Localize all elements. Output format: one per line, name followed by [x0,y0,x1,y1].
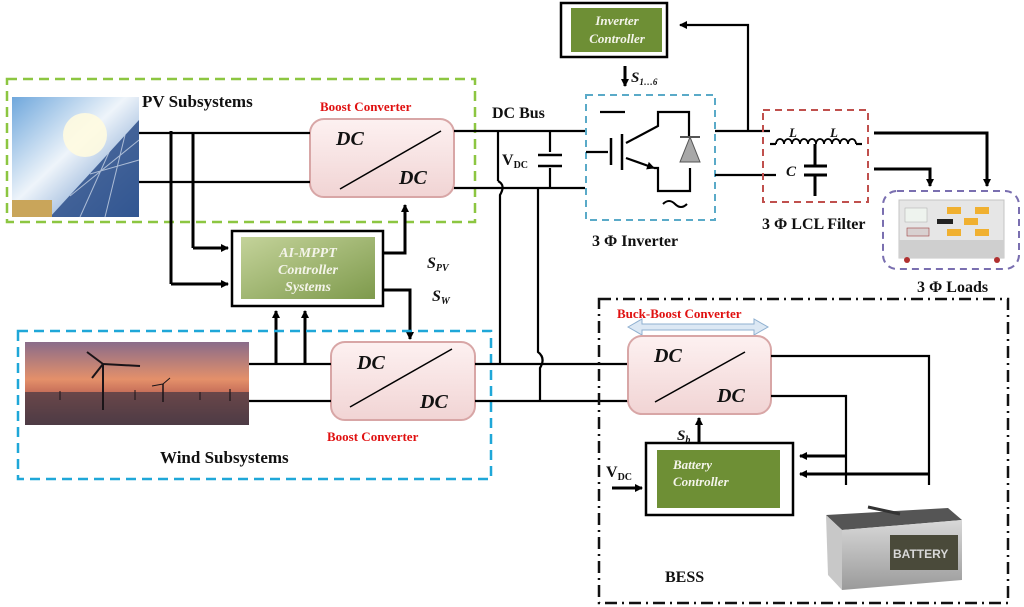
bess-title: BESS [665,569,704,586]
buck-boost-converter-label: Buck-Boost Converter [617,306,742,321]
wind-converter-input-label: DC [356,352,385,374]
wind-converter-output-label: DC [419,391,448,413]
lcl-filter-boundary [762,109,869,203]
inverter-controller-line1: Inverter [594,13,639,28]
bess-converter-output-label: DC [716,385,745,407]
load-bank-image [898,199,1005,263]
pv-converter-input-label: DC [335,128,364,150]
sw-signal-label: SW [432,288,451,307]
inductor-1-label: L [788,125,797,140]
battery-controller: Battery Controller [644,441,795,517]
inductor-2-label: L [829,125,838,140]
filter-to-loads-wires [874,131,991,187]
pv-subsystem-boundary [5,77,477,224]
sb-signal-label: Sb [677,428,690,446]
pv-wires [139,129,525,288]
mppt-label-line2: Controller [278,263,338,278]
bess-converter-input-label: DC [653,345,682,367]
wind-boost-converter-label: Boost Converter [327,429,419,444]
mppt-label-line3: Systems [285,280,331,295]
dc-bus-wires [496,129,585,401]
lcl-filter-symbol [770,138,862,196]
inverter-output-wires [679,21,776,177]
inverter-boundary [585,94,716,221]
pv-subsystems-title: PV Subsystems [142,92,253,111]
wind-subsystem-boundary [16,329,493,481]
switching-signal-label: S1…6 [631,70,658,87]
wind-farm-image [25,342,249,425]
inverter-controller: Inverter Controller [559,1,669,59]
ai-mppt-controller: AI-MPPT Controller Systems [230,229,385,308]
solar-panel-image [12,97,140,218]
loads-boundary [882,190,1020,270]
dc-bus-title: DC Bus [492,105,545,122]
mppt-label-line1: AI-MPPT [278,246,338,261]
battery-controller-line1: Battery [672,457,712,472]
wind-boost-converter: DC DC [330,341,476,421]
vdc-label: VDC [502,152,528,171]
pv-boost-converter: DC DC [309,118,455,198]
bidirectional-arrow-icon [626,318,770,336]
igbt-switch-symbol [586,110,701,208]
pv-converter-output-label: DC [398,167,427,189]
battery-controller-line2: Controller [673,474,730,489]
bess-wires [612,354,931,492]
bess-boundary [597,297,1010,605]
battery-label: BATTERY [893,547,948,561]
battery-image: BATTERY [826,505,962,590]
bess-vdc-label: VDC [606,464,632,483]
buck-boost-converter: DC DC [627,335,772,415]
inverter-controller-line2: Controller [589,31,646,46]
capacitor-label: C [786,164,797,180]
lcl-filter-title: 3 Φ LCL Filter [762,216,865,233]
spv-signal-label: SPV [427,255,450,274]
inverter-title: 3 Φ Inverter [592,233,678,250]
mppt-signal-wires [272,204,414,364]
pv-boost-converter-label: Boost Converter [320,99,412,114]
loads-title: 3 Φ Loads [917,279,988,296]
wind-subsystems-title: Wind Subsystems [160,448,289,467]
